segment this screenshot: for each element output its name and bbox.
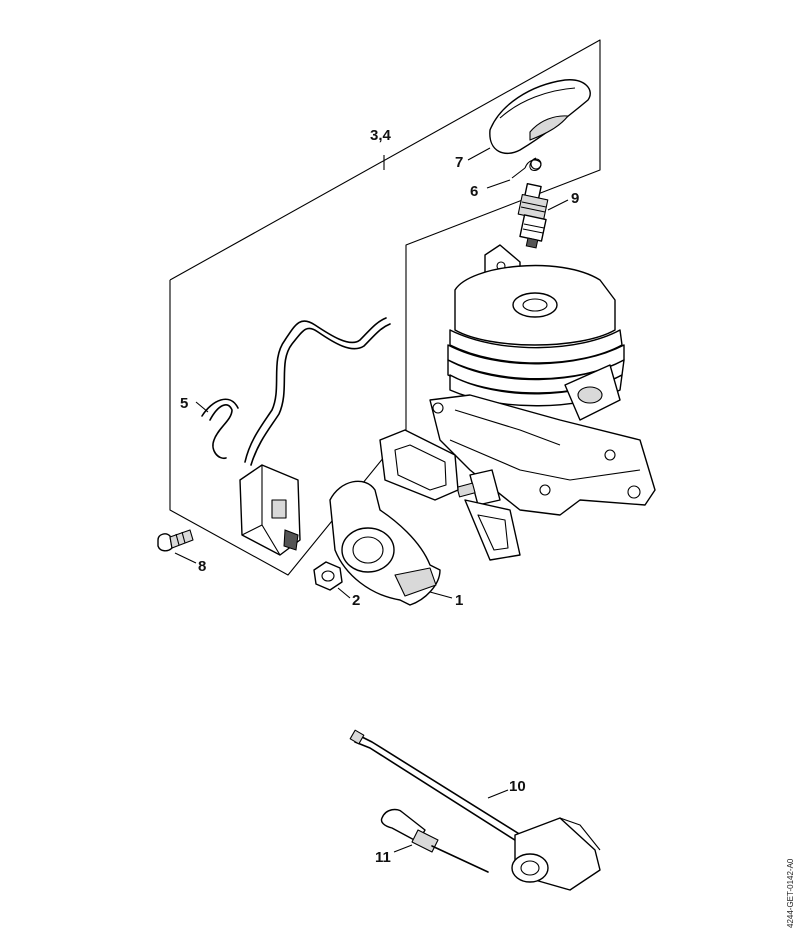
- assembly-bracket-3-4: [169, 39, 601, 576]
- part-2-nut: [313, 561, 351, 599]
- part-11-screwdriver: [380, 808, 489, 873]
- callout-9: 9: [571, 190, 579, 207]
- document-id: 4244-GET-0142-A0: [786, 858, 795, 928]
- callout-11: 11: [375, 849, 391, 866]
- part-9-spark-plug: [517, 182, 569, 249]
- callout-7: 7: [455, 154, 463, 171]
- callout-6: 6: [470, 183, 478, 200]
- part-6-spring: [486, 157, 542, 189]
- callout-3-4: 3,4: [370, 127, 392, 144]
- part-8-screw: [157, 529, 197, 564]
- engine-cylinder: [429, 244, 656, 561]
- ignition-module: [239, 317, 391, 556]
- part-1-flywheel-housing: [329, 480, 453, 606]
- part-7-cover: [467, 79, 591, 161]
- callout-8: 8: [198, 558, 206, 575]
- callout-10: 10: [509, 778, 526, 795]
- callout-1: 1: [455, 592, 463, 609]
- cover-plate: [379, 429, 459, 501]
- callout-2: 2: [352, 592, 360, 609]
- part-10-wrench: [349, 729, 601, 891]
- callout-5: 5: [180, 395, 188, 412]
- part-5-hose: [195, 398, 239, 460]
